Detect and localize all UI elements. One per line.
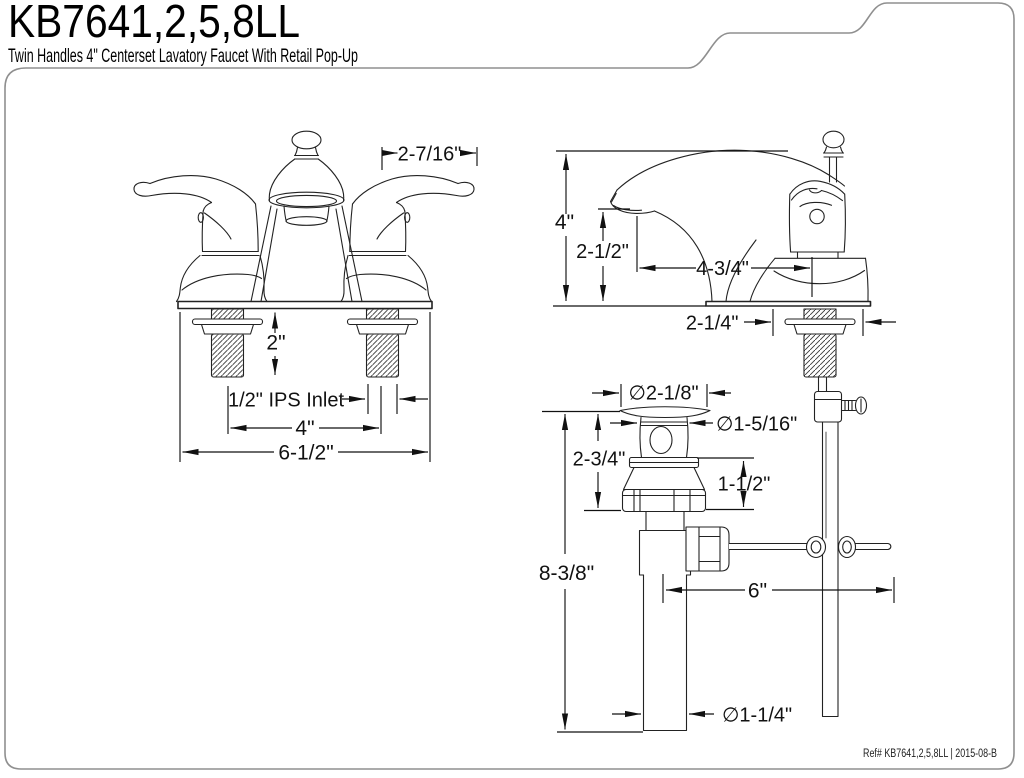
dim-spout-height: 2-1/2" bbox=[576, 241, 629, 263]
dim-inlet: 1/2" IPS Inlet bbox=[228, 390, 344, 412]
dim-overall-width: 6-1/2" bbox=[278, 442, 333, 465]
model-number: KB7641,2,5,8LL bbox=[8, 0, 300, 47]
pivot-nut bbox=[685, 526, 730, 572]
left-shank bbox=[191, 308, 264, 378]
lift-rod-clamp bbox=[813, 390, 843, 423]
dim-rod-length: 6" bbox=[748, 580, 767, 603]
drain-locknut bbox=[621, 488, 707, 513]
dim-faucet-centers: 4" bbox=[295, 417, 314, 440]
dim-overall-length: 8-3/8" bbox=[539, 562, 594, 585]
spout-profile bbox=[616, 149, 846, 191]
footer-reference: Ref# KB7641,2,5,8LL | 2015-08-B bbox=[863, 748, 997, 760]
spout-legs bbox=[250, 205, 363, 303]
dim-tailpiece-diameter: ∅1-1/4" bbox=[722, 705, 792, 727]
dim-shank-length: 2" bbox=[266, 332, 285, 355]
dim-base-width: 2-1/4" bbox=[686, 313, 739, 335]
popup-linkage-drawing bbox=[728, 376, 892, 718]
dim-upper-section: 2-3/4" bbox=[573, 449, 626, 471]
side-view-drawing bbox=[609, 130, 872, 378]
right-shank bbox=[346, 308, 419, 378]
drain-flange bbox=[619, 406, 711, 419]
dim-body-diameter: ∅1-5/16" bbox=[716, 414, 797, 436]
right-handle bbox=[340, 174, 475, 303]
dim-flange-diameter: ∅2-1/8" bbox=[628, 383, 698, 405]
clevis-strap bbox=[821, 421, 839, 718]
overflow-hole bbox=[649, 425, 673, 455]
drain-assembly-drawing bbox=[619, 406, 730, 732]
lift-rod-knob bbox=[822, 130, 845, 149]
handle-index-button bbox=[809, 208, 825, 225]
dimension-labels: 2-7/16" 2" 1/2" IPS Inlet 4" 6-1/2" 4" 2… bbox=[228, 144, 797, 727]
dimension-lines bbox=[179, 147, 896, 733]
clamp-screw bbox=[840, 399, 857, 412]
deck-plate bbox=[177, 300, 433, 310]
side-shank bbox=[784, 308, 856, 378]
dim-lower-section: 1-1/2" bbox=[718, 474, 771, 496]
front-view-drawing bbox=[133, 130, 475, 378]
drain-tailpiece bbox=[642, 574, 688, 732]
popup-knob-front bbox=[291, 130, 322, 150]
product-description: Twin Handles 4" Centerset Lavatory Fauce… bbox=[8, 46, 358, 67]
dim-overall-height: 4" bbox=[555, 211, 574, 234]
dim-handle-span: 2-7/16" bbox=[398, 144, 462, 166]
left-handle bbox=[133, 174, 268, 303]
dim-spout-reach: 4-3/4" bbox=[696, 258, 749, 280]
sheet-border bbox=[4, 2, 1015, 770]
